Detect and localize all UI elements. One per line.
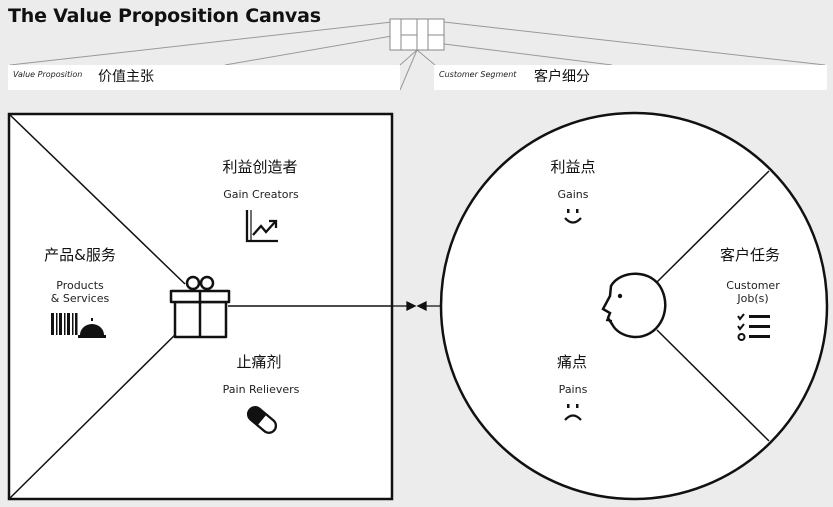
value-proposition-label-zh: 价值主张 [98, 69, 154, 85]
pains-zh: 痛点 [556, 353, 588, 371]
gain-creators-zh: 利益创造者 [222, 158, 298, 176]
gain-creators-en: Gain Creators [223, 188, 299, 201]
chart-up-icon [245, 210, 278, 243]
value-proposition-label-en: Value Proposition [13, 70, 83, 79]
face-icon [601, 272, 667, 339]
products-services-zh: 产品&服务 [44, 246, 116, 264]
gift-icon [169, 275, 231, 339]
pill-icon [246, 406, 278, 434]
pain-relievers-zh: 止痛剂 [236, 353, 282, 371]
customer-jobs-en-line2: Job(s) [737, 292, 769, 305]
barcode-bell-icon [51, 313, 106, 338]
customer-segment-label-en: Customer Segment [439, 70, 517, 79]
products-services-en-line2: & Services [50, 292, 110, 305]
smile-icon [564, 209, 582, 224]
customer-segment-label-zh: 客户细分 [534, 69, 590, 85]
checklist-icon [737, 313, 770, 341]
frown-icon [564, 404, 582, 421]
perspective-lines [9, 21, 826, 91]
customer-jobs-en-line1: Customer [726, 279, 780, 292]
products-services-en-line1: Products [56, 279, 104, 292]
pains-en: Pains [558, 383, 588, 396]
customer-jobs-zh: 客户任务 [719, 246, 781, 264]
page-title: The Value Proposition Canvas [8, 5, 321, 27]
pain-relievers-en: Pain Relievers [222, 383, 300, 396]
value-proposition-header: Value Proposition 价值主张 [8, 65, 400, 90]
canvas-thumbnail [389, 18, 445, 51]
gains-en: Gains [557, 188, 589, 201]
gains-zh: 利益点 [550, 158, 596, 176]
customer-segment-header: Customer Segment 客户细分 [434, 65, 827, 90]
